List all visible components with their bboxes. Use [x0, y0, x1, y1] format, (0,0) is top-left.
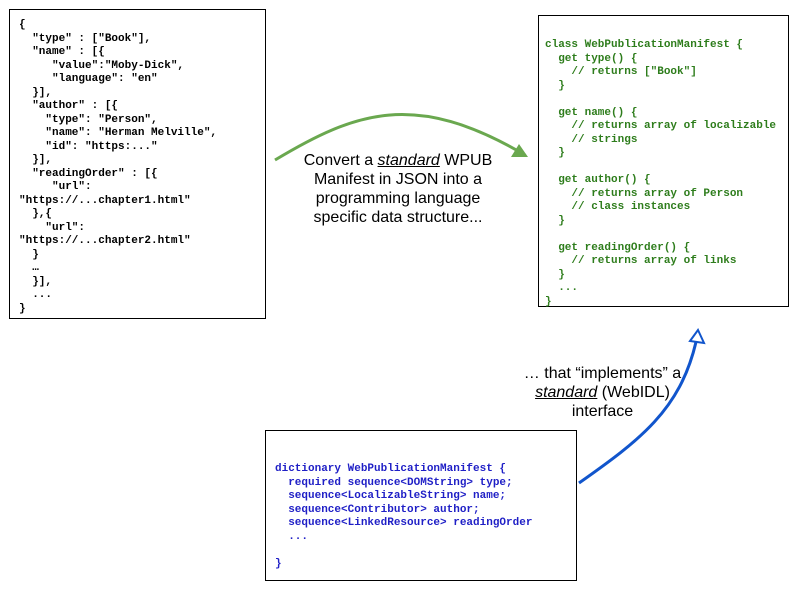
convert-caption-emphasis: standard	[377, 152, 440, 169]
implements-caption-emphasis: standard	[535, 384, 598, 401]
json-manifest-code: { "type" : ["Book"], "name" : [{ "value"…	[19, 19, 218, 315]
class-code: class WebPublicationManifest { get type(…	[545, 39, 777, 308]
implements-arrowhead	[688, 328, 706, 345]
json-manifest-box: { "type" : ["Book"], "name" : [{ "value"…	[9, 9, 266, 319]
convert-arrowhead	[511, 144, 528, 157]
implements-arrow	[578, 341, 698, 485]
class-code-box: class WebPublicationManifest { get type(…	[538, 15, 789, 308]
implements-caption-before: … that “implements” a	[523, 365, 682, 382]
convert-caption-before: Convert a	[303, 152, 378, 169]
implements-caption-after: (WebIDL) interface	[571, 384, 670, 420]
convert-caption-after: WPUB Manifest in JSON into a programming…	[313, 152, 493, 226]
convert-caption: Convert a standard WPUB Manifest in JSON…	[288, 151, 508, 227]
convert-arrow	[274, 113, 526, 162]
webidl-code: dictionary WebPublicationManifest { requ…	[275, 463, 533, 570]
webidl-box: dictionary WebPublicationManifest { requ…	[265, 430, 577, 581]
implements-caption: … that “implements” a standard (WebIDL) …	[505, 364, 700, 421]
